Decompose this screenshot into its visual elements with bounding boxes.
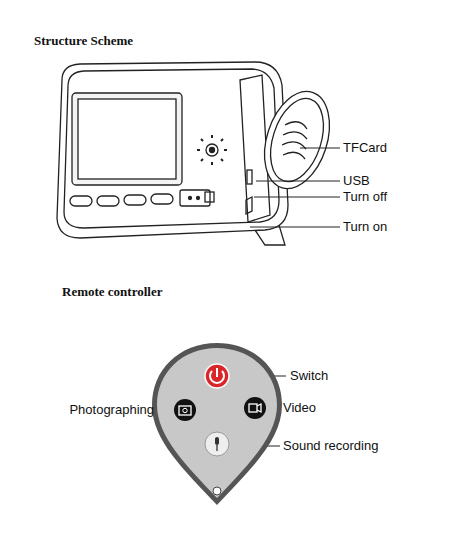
part-label: TFCard	[343, 140, 387, 155]
camera-drawing	[57, 62, 341, 245]
part-label: Turn on	[343, 219, 387, 234]
section-heading: Remote controller	[62, 284, 162, 299]
part-label: USB	[343, 173, 370, 188]
button-label: Sound recording	[283, 438, 378, 453]
remote-drawing	[152, 343, 282, 505]
part-label: Turn off	[343, 189, 387, 204]
button-label: Photographing	[69, 402, 154, 417]
leader-lines	[157, 148, 340, 446]
button-label: Switch	[290, 368, 328, 383]
section-heading: Structure Scheme	[34, 33, 133, 48]
button-label: Video	[283, 400, 316, 415]
